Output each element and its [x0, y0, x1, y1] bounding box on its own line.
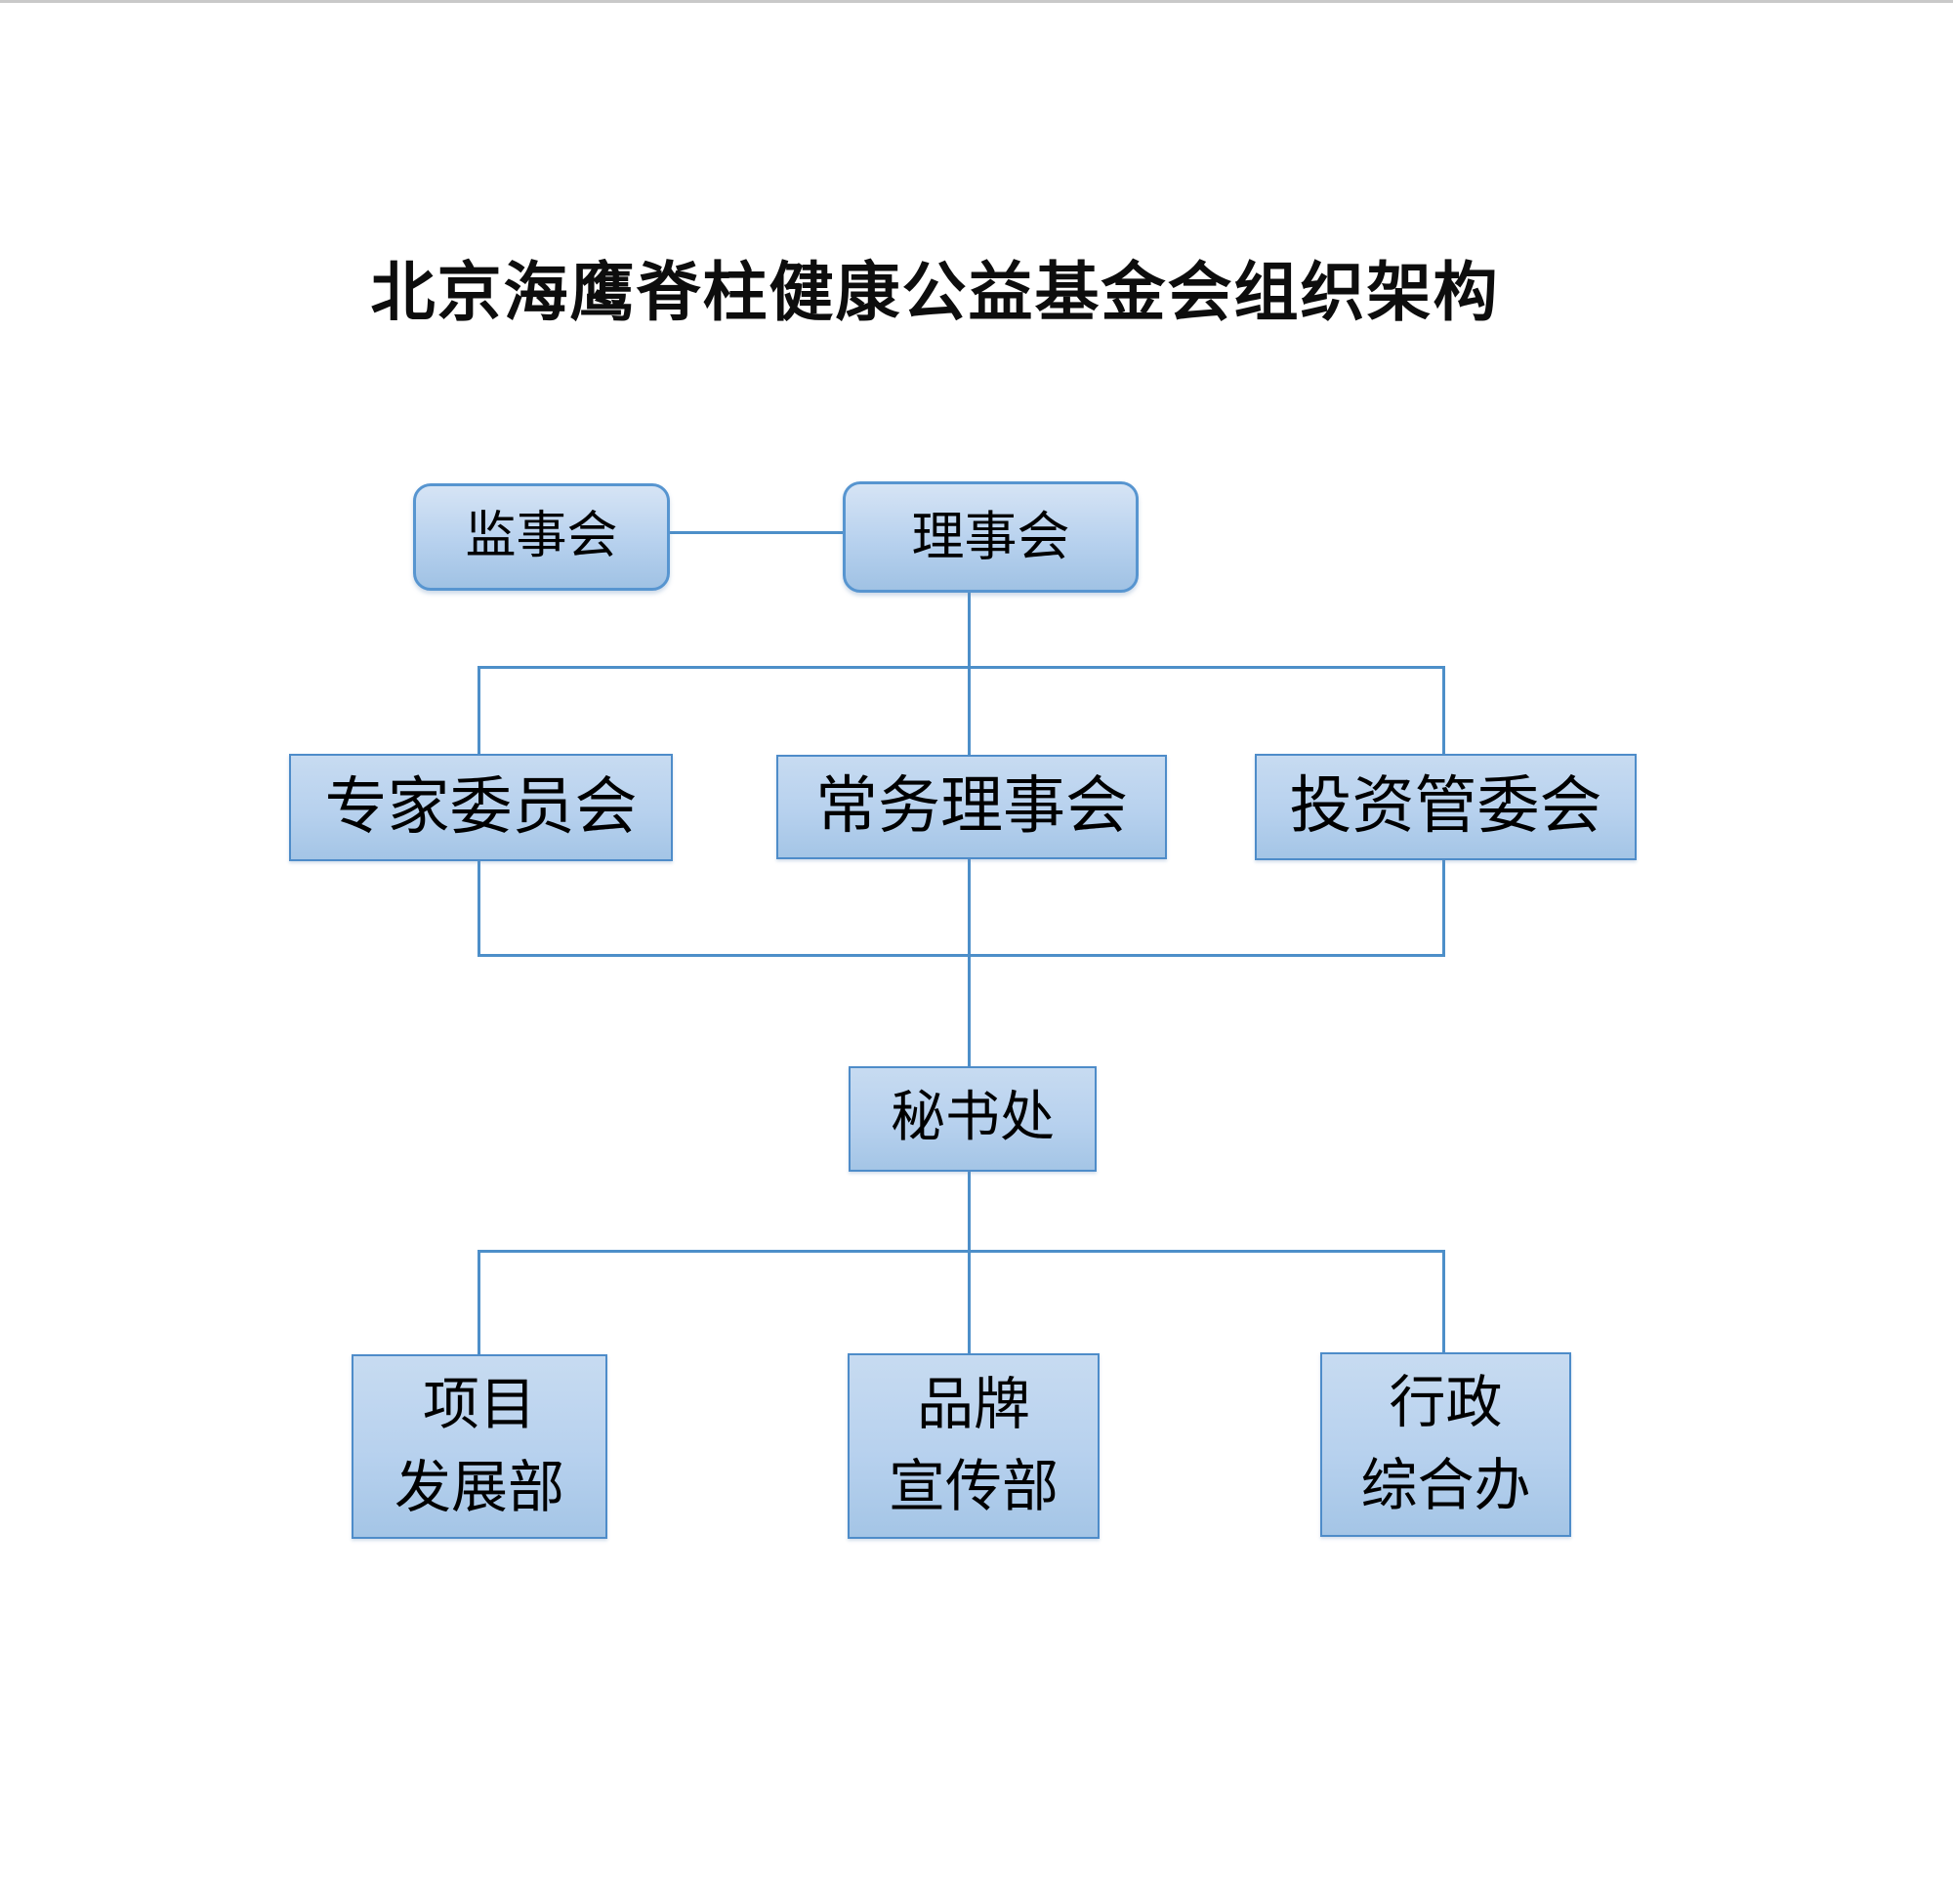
node-label-line2: 综合办 — [1360, 1453, 1531, 1517]
node-label: 理事会 — [911, 507, 1070, 566]
bracket-middle — [478, 954, 1445, 957]
bracket-top — [478, 666, 1445, 669]
node-label: 专家委员会 — [324, 771, 638, 842]
node-investment-committee: 投资管委会 — [1255, 754, 1637, 860]
connector-top-center-drop — [968, 669, 971, 756]
node-expert-committee: 专家委员会 — [289, 754, 673, 861]
connector-board-down — [968, 587, 971, 669]
page-title: 北京海鹰脊柱健康公益基金会组织架构 — [370, 255, 1500, 330]
node-admin-general-office: 行政 综合办 — [1320, 1352, 1571, 1537]
node-project-development-dept: 项目 发展部 — [352, 1354, 607, 1539]
node-label-line1: 行政 — [1389, 1371, 1503, 1435]
node-brand-publicity-dept: 品牌 宣传部 — [848, 1353, 1100, 1539]
connector-mid-center-drop — [968, 855, 971, 955]
node-label-line2: 发展部 — [394, 1455, 564, 1519]
connector-top-right-drop — [1442, 666, 1445, 756]
top-edge-strip — [0, 0, 1953, 3]
node-label-line2: 宣传部 — [888, 1455, 1059, 1518]
node-label: 常务理事会 — [815, 771, 1128, 842]
node-standing-council: 常务理事会 — [776, 755, 1167, 859]
connector-bottom-center-drop — [968, 1253, 971, 1354]
connector-supervisory-to-board — [664, 531, 843, 534]
connector-mid-right-drop — [1442, 856, 1445, 955]
connector-bottom-left-drop — [478, 1253, 480, 1354]
connector-mid-left-drop — [478, 857, 480, 955]
node-board-of-directors: 理事会 — [843, 481, 1139, 593]
node-label: 投资管委会 — [1289, 771, 1602, 842]
node-secretariat: 秘书处 — [849, 1066, 1097, 1172]
node-label-line1: 项目 — [422, 1373, 536, 1437]
connector-bottom-right-drop — [1442, 1253, 1445, 1352]
connector-secretariat-down — [968, 1168, 971, 1252]
node-supervisory-board: 监事会 — [413, 483, 670, 591]
connector-to-secretariat — [968, 957, 971, 1066]
connector-top-left-drop — [478, 666, 480, 756]
node-label: 秘书处 — [891, 1088, 1055, 1149]
bracket-bottom — [478, 1250, 1445, 1253]
node-label-line1: 品牌 — [916, 1372, 1030, 1436]
node-label: 监事会 — [465, 508, 618, 564]
